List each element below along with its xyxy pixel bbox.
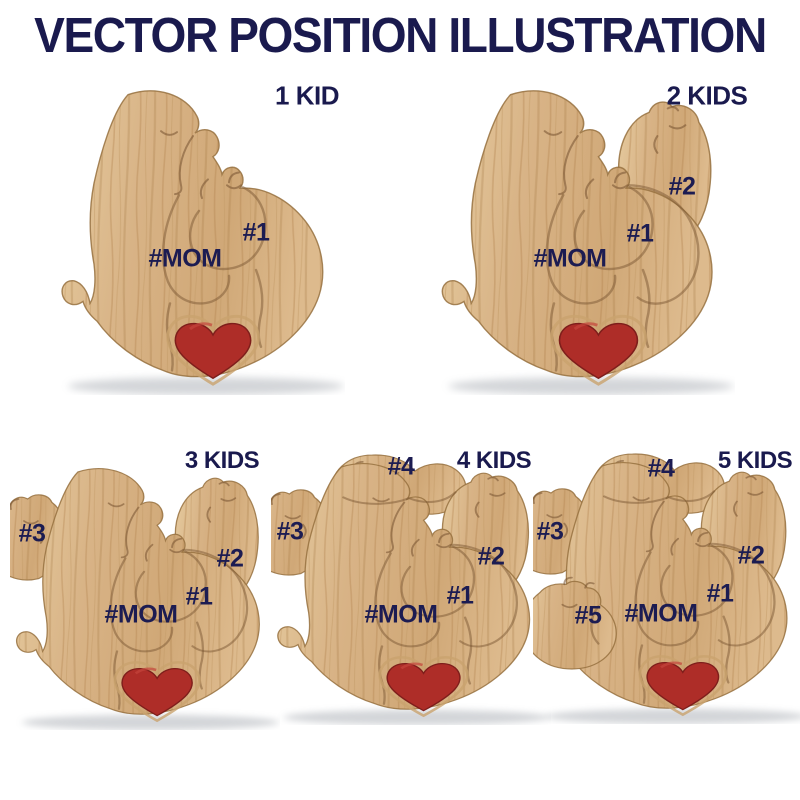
position-label-1: #1 — [446, 581, 474, 610]
bear-family-puzzle-graphic — [533, 453, 800, 724]
position-label-mom: #MOM — [533, 244, 608, 273]
puzzle-header-5-kids: 5 KIDS — [717, 447, 793, 474]
position-label-1: #1 — [242, 218, 270, 247]
position-label-2: #2 — [737, 541, 765, 570]
puzzle-figure-5-kids — [533, 449, 800, 724]
puzzle-figure-4-kids — [271, 450, 551, 725]
position-label-3: #3 — [536, 517, 564, 546]
position-label-5: #5 — [574, 601, 602, 630]
position-label-2: #2 — [477, 542, 505, 571]
position-label-mom: #MOM — [148, 244, 223, 273]
bear-family-puzzle-graphic — [440, 89, 735, 395]
puzzle-header-4-kids: 4 KIDS — [456, 447, 532, 474]
puzzle-figure-2-kids — [435, 75, 735, 395]
position-label-4: #4 — [647, 454, 675, 483]
position-label-2: #2 — [668, 172, 696, 201]
bear-family-puzzle-graphic — [60, 89, 345, 395]
puzzle-header-1-kid: 1 KID — [275, 80, 339, 111]
position-label-1: #1 — [706, 579, 734, 608]
puzzle-figure-1-kid — [55, 75, 345, 395]
bear-family-puzzle-graphic — [271, 454, 551, 725]
position-label-mom: #MOM — [104, 600, 179, 629]
position-label-mom: #MOM — [364, 600, 439, 629]
position-label-mom: #MOM — [624, 599, 699, 628]
page-title: VECTOR POSITION ILLUSTRATION — [34, 9, 767, 63]
puzzle-header-3-kids: 3 KIDS — [184, 447, 260, 474]
position-label-4: #4 — [387, 452, 415, 481]
puzzle-header-2-kids: 2 KIDS — [666, 80, 748, 111]
position-label-3: #3 — [18, 519, 46, 548]
position-label-1: #1 — [185, 582, 213, 611]
position-label-3: #3 — [276, 517, 304, 546]
puzzle-figure-3-kids — [10, 455, 280, 730]
position-label-1: #1 — [626, 219, 654, 248]
position-label-2: #2 — [216, 544, 244, 573]
bear-family-puzzle-graphic — [10, 467, 280, 730]
